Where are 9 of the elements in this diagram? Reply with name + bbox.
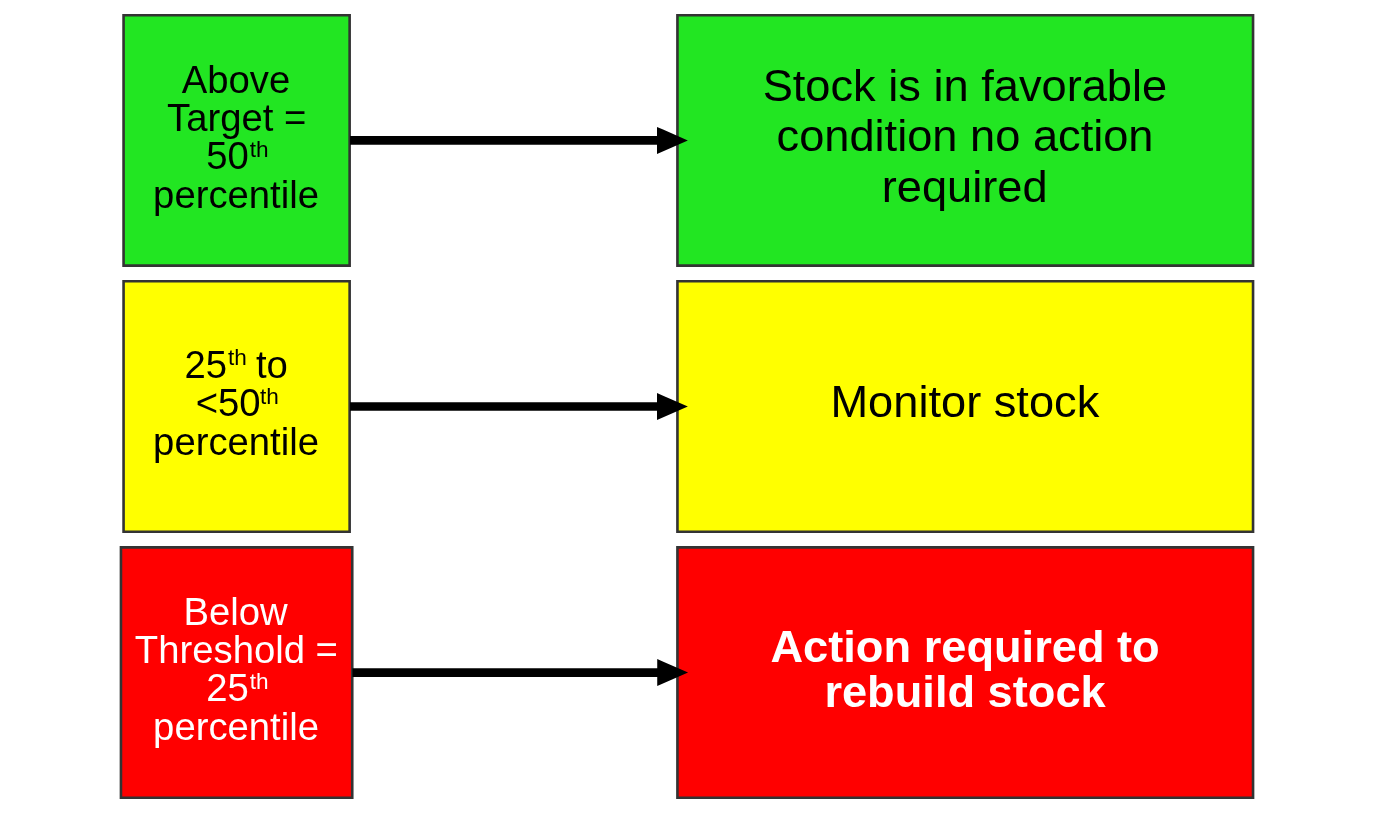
- node-box: Action required to rebuild stock: [675, 546, 1254, 800]
- node-box: Above Target = 50$^{th}$ percentile: [121, 13, 351, 267]
- node-box: Stock is in favorable condition no action required: [675, 13, 1254, 267]
- arrow: [349, 126, 688, 154]
- node-box: Below Threshold = 25$^{th}$ percentile: [119, 546, 354, 800]
- node-box: 25$^{th}$ to <50$^{th}$ percentile: [121, 280, 351, 533]
- arrow: [351, 659, 688, 687]
- arrow: [349, 393, 688, 420]
- node-box: Monitor stock: [675, 280, 1254, 533]
